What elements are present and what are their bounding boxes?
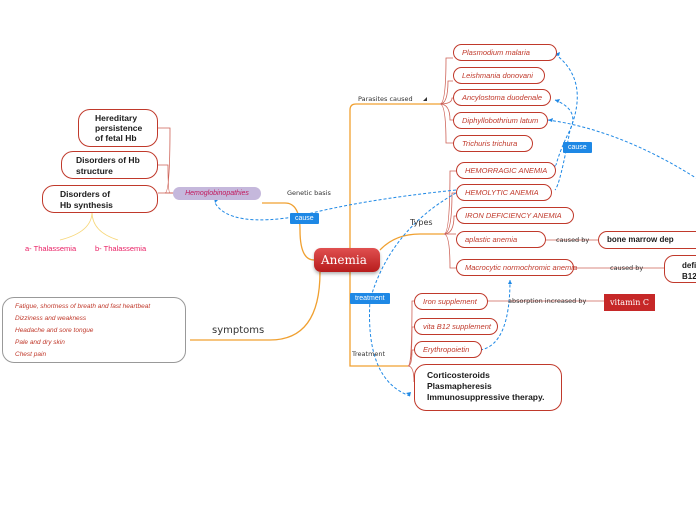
genetic-line: structure [76, 166, 113, 176]
symptom-item: Dizziness and weakness [15, 315, 87, 322]
cause-line: B12 [682, 272, 696, 281]
cause-bone-marrow[interactable]: bone marrow dep [598, 231, 696, 249]
type-hemorragic[interactable]: HEMORRAGIC ANEMIA [456, 162, 556, 179]
therapy-line: Immunosuppressive therapy. [427, 392, 545, 402]
treatment-tag[interactable]: treatment [350, 293, 390, 304]
therapy-line: Plasmapheresis [427, 381, 492, 391]
symptom-item: Chest pain [15, 351, 47, 358]
therapy-box[interactable]: Corticosteroids Plasmapheresis Immunosup… [414, 364, 562, 411]
symptom-item: Headache and sore tongue [15, 327, 94, 334]
genetic-line: Hb synthesis [60, 200, 113, 210]
branch-label-symptoms: symptoms [212, 325, 265, 336]
absorption-label: absorption increased by [508, 297, 587, 305]
type-label: HEMOLYTIC ANEMIA [465, 188, 539, 197]
type-hemolytic[interactable]: HEMOLYTIC ANEMIA [456, 184, 552, 201]
branch-label-types: Types [410, 218, 433, 227]
genetic-line: Disorders of Hb [76, 155, 140, 165]
caused-by-label: caused by [610, 264, 644, 272]
branch-label-parasites: Parasites caused [358, 95, 413, 103]
type-iron-deficiency[interactable]: IRON DEFICIENCY ANEMIA [456, 207, 574, 224]
type-label: aplastic anemia [465, 235, 518, 244]
genetic-hb-structure[interactable]: Disorders of Hb structure [61, 151, 158, 179]
parasite-label: Leishmania donovani [462, 71, 533, 80]
parasite-label: Diphyllobothrium latum [462, 116, 539, 125]
parasite-ancylostoma[interactable]: Ancylostoma duodenale [453, 89, 551, 106]
thalassemia-alpha[interactable]: a- Thalassemia [25, 244, 77, 253]
cause-tag-left[interactable]: cause [290, 213, 319, 224]
genetic-line: persistence [95, 123, 143, 133]
type-label: Macrocytic normochromic anemia [465, 263, 578, 272]
vitamin-c-node[interactable]: vitamin C [604, 294, 656, 311]
hemoglobinopathies-node[interactable]: Hemoglobinopathies [173, 187, 261, 200]
genetic-hereditary-persistence[interactable]: Hereditary persistence of fetal Hb [78, 109, 158, 147]
parasite-label: Plasmodium malaria [462, 48, 530, 57]
cause-label: bone marrow dep [607, 235, 674, 245]
parasite-label: Trichuris trichura [462, 139, 518, 148]
treatment-label: vita B12 supplement [423, 322, 491, 331]
genetic-hb-synthesis[interactable]: Disorders of Hb synthesis [42, 185, 158, 213]
cause-tag-right[interactable]: cause [563, 142, 592, 153]
symptom-item: Pale and dry skin [15, 339, 65, 346]
treatment-b12[interactable]: vita B12 supplement [414, 318, 498, 335]
genetic-line: Hereditary [95, 113, 138, 123]
type-aplastic[interactable]: aplastic anemia [456, 231, 546, 248]
parasite-leishmania[interactable]: Leishmania donovani [453, 67, 545, 84]
thalassemia-beta[interactable]: b- Thalassemia [95, 244, 147, 253]
treatment-label: Iron supplement [423, 297, 477, 306]
treatment-iron[interactable]: Iron supplement [414, 293, 488, 310]
type-label: HEMORRAGIC ANEMIA [465, 166, 548, 175]
parasite-diphyllobothrium[interactable]: Diphyllobothrium latum [453, 112, 548, 129]
treatment-label: Erythropoietin [423, 345, 470, 354]
treatment-erythropoietin[interactable]: Erythropoietin [414, 341, 482, 358]
parasite-trichuris[interactable]: Trichuris trichura [453, 135, 533, 152]
therapy-line: Corticosteroids [427, 370, 490, 380]
symptoms-box[interactable]: Fatigue, shortness of breath and fast he… [2, 297, 186, 363]
cause-line: defi [682, 261, 696, 270]
genetic-line: of fetal Hb [95, 133, 137, 143]
parasite-plasmodium[interactable]: Plasmodium malaria [453, 44, 557, 61]
type-label: IRON DEFICIENCY ANEMIA [465, 211, 562, 220]
genetic-line: Disorders of [60, 189, 111, 199]
cause-deficiency-b12[interactable]: defi B12 [664, 255, 696, 283]
branch-label-genetic: Genetic basis [287, 189, 331, 197]
type-macrocytic[interactable]: Macrocytic normochromic anemia [456, 259, 578, 276]
branch-label-treatment: Treatment [352, 350, 386, 358]
caused-by-label: caused by [556, 236, 590, 244]
symptom-item: Fatigue, shortness of breath and fast he… [15, 303, 151, 310]
central-topic-anemia[interactable]: Anemia [314, 248, 380, 272]
parasite-label: Ancylostoma duodenale [462, 93, 543, 102]
